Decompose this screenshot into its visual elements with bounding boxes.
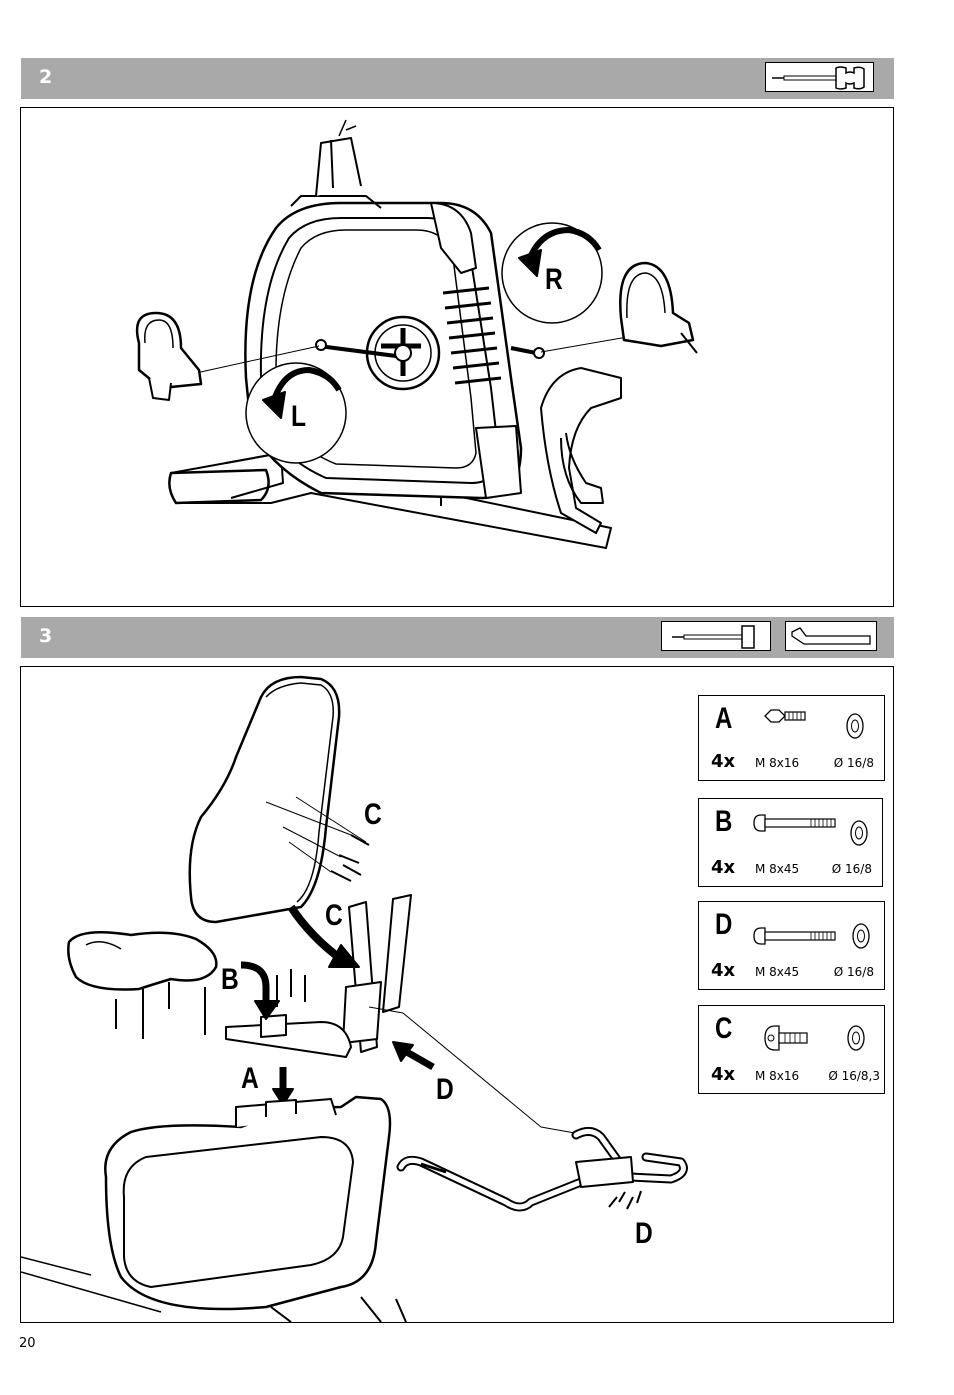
hardware-letter: D	[715, 908, 733, 941]
page-number: 20	[19, 1336, 36, 1351]
step-2-header: 2	[21, 58, 894, 99]
step-2-number: 2	[39, 66, 53, 88]
hardware-count: 4x	[711, 960, 736, 981]
allen-key-icon	[785, 621, 877, 651]
hardware-size: M 8x45	[755, 965, 800, 979]
callout-a-base: A	[241, 1062, 259, 1095]
callout-right-pedal: R	[545, 263, 563, 296]
hardware-size: M 8x16	[755, 756, 800, 770]
screwdriver-wrench-icon	[765, 62, 874, 92]
callout-d-handlebar: D	[635, 1217, 653, 1250]
hardware-washer: Ø 16/8	[833, 756, 874, 770]
hardware-washer: Ø 16/8	[833, 965, 874, 979]
callout-left-pedal: L	[291, 400, 307, 433]
hardware-box-d: D 4x M 8x45 Ø 16/8	[698, 901, 885, 990]
hardware-washer: Ø 16/8,3	[828, 1069, 880, 1083]
hardware-box-b: B 4x M 8x45 Ø 16/8	[698, 798, 883, 887]
long-bolt-icon	[753, 814, 868, 846]
callout-c-backrest: C	[364, 798, 382, 831]
hardware-letter: C	[715, 1012, 733, 1045]
pedal-installation-drawing	[135, 119, 698, 549]
allen-bolt-icon	[764, 1025, 865, 1051]
hardware-size: M 8x45	[755, 862, 800, 876]
hardware-size: M 8x16	[755, 1069, 800, 1083]
callout-d-frame: D	[436, 1073, 454, 1106]
callout-c-frame: C	[325, 899, 343, 932]
hex-bolt-icon	[764, 709, 864, 739]
hardware-washer: Ø 16/8	[831, 862, 872, 876]
hardware-box-a: A 4x M 8x16 Ø 16/8	[698, 695, 885, 781]
step-3-number: 3	[39, 625, 53, 647]
hardware-count: 4x	[711, 1064, 736, 1085]
hardware-count: 4x	[711, 857, 736, 878]
step-3-illustration-panel: C C B A D D A 4x M 8x16 Ø 16/8 B 4x M 8x…	[20, 666, 894, 1323]
hardware-letter: A	[715, 702, 733, 735]
hardware-letter: B	[715, 805, 733, 838]
seat-assembly-drawing	[21, 675, 688, 1322]
hardware-box-c: C 4x M 8x16 Ø 16/8,3	[698, 1005, 885, 1094]
hardware-count: 4x	[711, 751, 736, 772]
step-3-header: 3	[21, 617, 894, 658]
screwdriver-icon	[661, 621, 771, 651]
callout-b-seat: B	[221, 963, 239, 996]
long-bolt-icon	[753, 923, 870, 949]
step-2-illustration-panel: R L	[20, 107, 894, 607]
